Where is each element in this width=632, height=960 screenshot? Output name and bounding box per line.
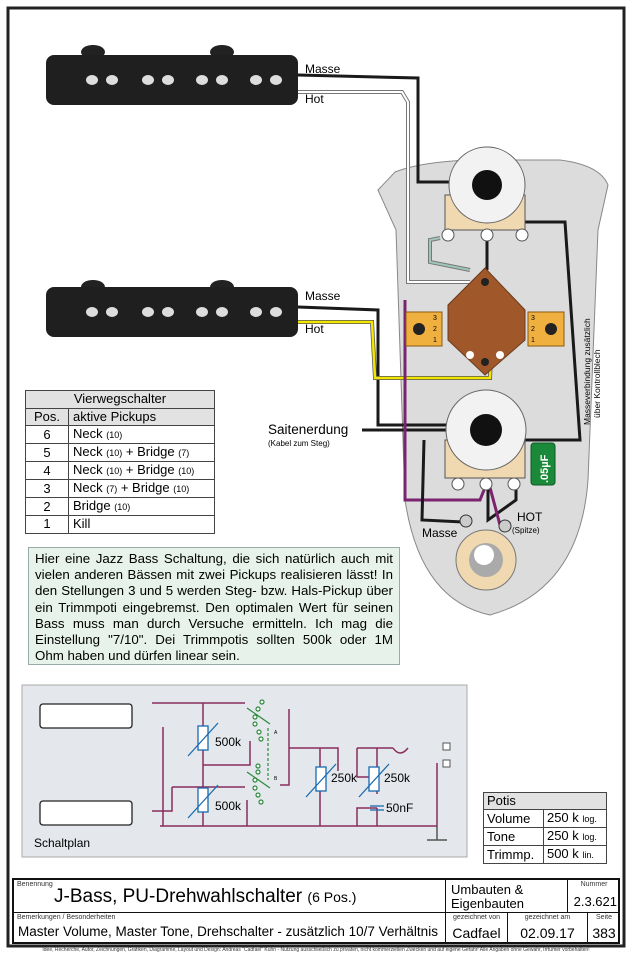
svg-text:2: 2 <box>433 326 437 333</box>
capacitor: .05µF <box>530 442 556 486</box>
svg-text:1: 1 <box>433 337 437 344</box>
svg-text:500k: 500k <box>215 735 242 749</box>
svg-text:1: 1 <box>531 337 535 344</box>
page-title: J-Bass, PU-Drehwahlschalter (6 Pos.) <box>54 886 357 907</box>
schematic-label: Schaltplan <box>34 836 90 850</box>
svg-text:3: 3 <box>531 315 535 322</box>
jack-hot-label: HOT <box>517 510 543 524</box>
svg-text:B: B <box>274 776 278 782</box>
svg-text:500k: 500k <box>215 799 242 813</box>
category: Umbauten & Eigenbauten <box>446 880 568 913</box>
svg-text:3: 3 <box>433 315 437 322</box>
table-title: Vierwegschalter <box>25 390 215 409</box>
svg-text:250k: 250k <box>331 771 358 785</box>
rotary-switch <box>447 267 526 376</box>
bridge-pickup <box>46 280 298 337</box>
neck-ground-label: Masse <box>305 62 341 76</box>
trimpot-left: 3 2 1 <box>405 311 443 347</box>
title-block: Benennung J-Bass, PU-Drehwahlschalter (6… <box>12 878 620 944</box>
tone-pot <box>444 389 527 491</box>
svg-text:A: A <box>274 730 278 736</box>
bridge-hot-label: Hot <box>305 322 324 336</box>
schematic: Schaltplan 500k 500k 250k 250k 50nF A B <box>21 684 468 858</box>
svg-text:.05µF: .05µF <box>539 454 551 483</box>
trimpot-right: 3 2 1 <box>527 311 565 347</box>
jack-ground-label: Masse <box>422 526 458 540</box>
wires <box>297 73 582 526</box>
volume-pot <box>441 146 529 242</box>
svg-text:2: 2 <box>531 326 535 333</box>
svg-text:250k: 250k <box>384 771 411 785</box>
info-text: Hier eine Jazz Bass Schaltung, die sich … <box>28 547 400 665</box>
table-row: Trimmp.500 k lin. <box>483 845 608 864</box>
bridge-ground-label: Masse <box>305 289 341 303</box>
page-frame <box>6 6 626 948</box>
neck-pickup <box>46 45 298 105</box>
string-ground-sublabel: (Kabel zum Steg) <box>268 439 330 448</box>
jack-hot-sublabel: (Spitze) <box>512 526 540 535</box>
plate-ground-note-1: Masseverbindung zusätzlich <box>582 318 592 425</box>
neck-hot-label: Hot <box>305 92 324 106</box>
plate-ground-note-2: über Kontrollblech <box>592 349 602 418</box>
svg-text:50nF: 50nF <box>386 801 413 815</box>
output-jack <box>455 514 517 591</box>
string-ground-label: Saitenerdung <box>268 422 348 437</box>
footer-note: Idee, Recherche, Autor, Zeichnungen, Gra… <box>42 947 590 953</box>
